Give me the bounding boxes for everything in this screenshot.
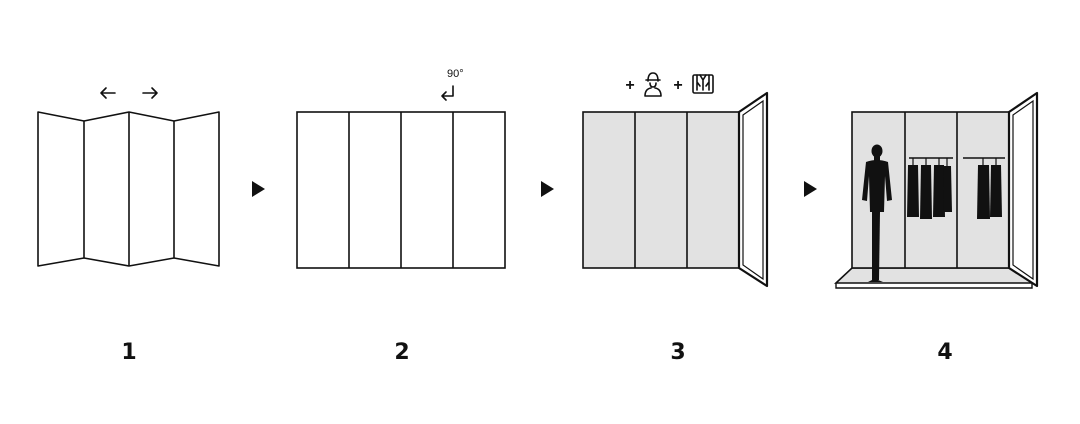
garment-icon	[692, 74, 714, 94]
step-number-2: 2	[394, 340, 409, 365]
person-silhouette-icon	[862, 144, 892, 282]
step-2-flat-panels	[296, 111, 506, 269]
play-arrow-icon	[541, 181, 554, 197]
play-arrow-icon	[252, 181, 265, 197]
step-number-4: 4	[937, 340, 952, 365]
open-door	[1007, 91, 1039, 288]
plus-sign-2: +	[673, 77, 682, 94]
step-number-3: 3	[670, 340, 685, 365]
hanging-clothes-icon	[963, 157, 1005, 219]
play-arrow-icon	[804, 181, 817, 197]
step-1-folding-panels	[37, 111, 220, 267]
step-number-1: 1	[121, 340, 136, 365]
open-door	[737, 91, 769, 288]
hanging-clothes-icon	[907, 157, 953, 219]
closet-floor	[833, 267, 1035, 284]
step-3-wardrobe-with-door	[582, 91, 769, 288]
plus-sign-1: +	[625, 77, 634, 94]
rotate-arrow-icon	[441, 85, 454, 101]
arrow-right-icon	[142, 87, 158, 99]
arrow-left-icon	[100, 87, 116, 99]
person-icon	[644, 72, 662, 97]
angle-label: 90°	[447, 68, 464, 80]
